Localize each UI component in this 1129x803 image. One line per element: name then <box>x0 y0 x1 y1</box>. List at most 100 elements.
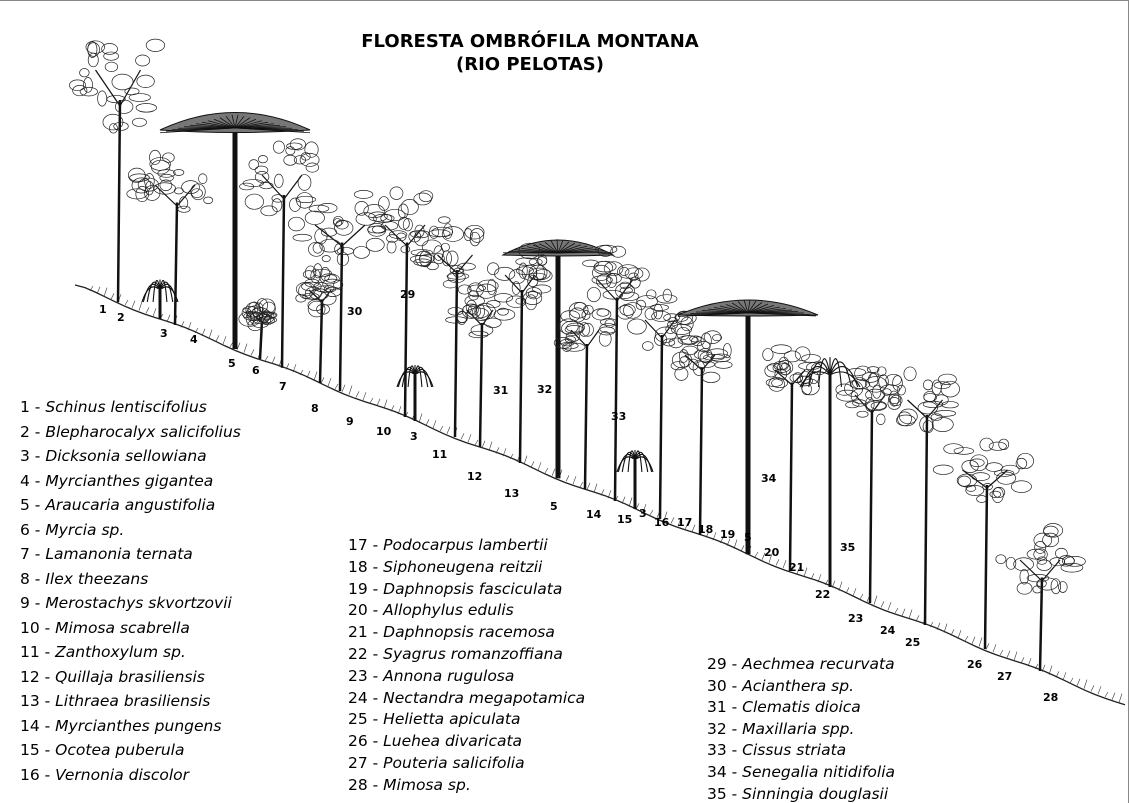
profile-label: 17 <box>677 516 692 529</box>
profile-label: 5 <box>744 531 752 544</box>
legend-item: 29 - Aechmea recurvata <box>707 655 895 673</box>
legend-species-name: Zanthoxylum sp. <box>55 643 186 661</box>
grass-stroke <box>776 559 779 565</box>
legend-number: 24 - <box>348 689 383 707</box>
grass-stroke <box>538 462 541 470</box>
profile-label: 32 <box>537 383 552 396</box>
legend-number: 4 - <box>20 472 45 490</box>
grass-stroke <box>356 391 359 397</box>
profile-label: 1 <box>99 303 107 316</box>
grass-stroke <box>1105 692 1108 697</box>
grass-stroke <box>979 638 982 647</box>
grass-stroke <box>384 400 387 409</box>
broadleaf-tree <box>69 39 164 302</box>
legend-number: 29 - <box>707 655 742 673</box>
legend-number: 32 - <box>707 720 742 738</box>
legend-item: 32 - Maxillaria spp. <box>707 720 854 738</box>
profile-label: 4 <box>190 333 198 346</box>
diagram-title: FLORESTA OMBRÓFILA MONTANA (RIO PELOTAS) <box>300 30 760 76</box>
legend-species-name: Syagrus romanzoffiana <box>383 645 563 663</box>
grass-stroke <box>475 440 478 445</box>
legend-species-name: Schinus lentiscifolius <box>45 398 207 416</box>
grass-stroke <box>146 307 149 313</box>
grass-stroke <box>783 560 786 568</box>
legend-species-name: Luehea divaricata <box>383 732 522 750</box>
grass-stroke <box>741 545 744 551</box>
broadleaf-tree <box>240 139 320 368</box>
legend-item: 25 - Helietta apiculata <box>348 710 520 728</box>
grass-stroke <box>111 293 114 299</box>
legend-number: 9 - <box>20 594 45 612</box>
grass-stroke <box>993 644 996 652</box>
profile-label: 5 <box>550 500 558 513</box>
legend-species-name: Acianthera sp. <box>742 677 854 695</box>
legend-number: 11 - <box>20 643 55 661</box>
grass-stroke <box>202 329 205 336</box>
grass-stroke <box>944 624 947 633</box>
legend-species-name: Myrcia sp. <box>45 521 124 539</box>
grass-stroke <box>1112 693 1115 700</box>
legend-species-name: Araucaria angustifolia <box>45 496 215 514</box>
legend-item: 12 - Quillaja brasiliensis <box>20 668 205 686</box>
legend-number: 34 - <box>707 763 742 781</box>
broadleaf-tree <box>364 187 450 417</box>
legend-item: 27 - Pouteria salicifolia <box>348 754 525 772</box>
grass-stroke <box>223 336 226 344</box>
legend-item: 19 - Daphnopsis fasciculata <box>348 580 562 598</box>
profile-label: 21 <box>789 561 804 574</box>
grass-stroke <box>580 482 583 487</box>
legend-species-name: Aechmea recurvata <box>742 655 894 673</box>
palm-tree <box>142 280 178 319</box>
legend-species-name: Mimosa scabrella <box>55 619 190 637</box>
grass-stroke <box>328 378 331 386</box>
broadleaf-tree <box>410 224 484 437</box>
grass-stroke <box>314 372 317 381</box>
grass-stroke <box>573 476 576 484</box>
grass-stroke <box>97 287 100 294</box>
legend-species-name: Quillaja brasiliensis <box>55 668 205 686</box>
legend-item: 33 - Cissus striata <box>707 741 846 759</box>
legend-item: 31 - Clematis dioica <box>707 698 861 716</box>
legend-species-name: Annona rugulosa <box>383 667 514 685</box>
legend-item: 35 - Sinningia douglasii <box>707 785 888 803</box>
profile-label: 8 <box>311 402 319 415</box>
legend-item: 30 - Acianthera sp. <box>707 677 854 695</box>
legend-species-name: Ocotea puberula <box>55 741 184 759</box>
profile-label: 15 <box>617 513 632 526</box>
grass-stroke <box>216 335 219 341</box>
title-line-2: (RIO PELOTAS) <box>300 53 760 76</box>
profile-label: 10 <box>376 425 391 438</box>
grass-stroke <box>874 596 877 605</box>
grass-stroke <box>209 330 212 339</box>
grass-stroke <box>244 344 247 353</box>
grass-stroke <box>951 629 954 635</box>
grass-stroke <box>650 510 653 515</box>
legend-item: 22 - Syagrus romanzoffiana <box>348 645 563 663</box>
legend-item: 14 - Myrcianthes pungens <box>20 717 221 735</box>
palm-tree <box>397 365 433 421</box>
grass-stroke <box>958 630 961 638</box>
grass-stroke <box>1077 679 1080 686</box>
profile-label: 19 <box>720 528 735 541</box>
profile-label: 3 <box>639 507 647 520</box>
legend-number: 1 - <box>20 398 45 416</box>
grass-stroke <box>888 602 891 610</box>
legend-species-name: Pouteria salicifolia <box>383 754 524 772</box>
legend-species-name: Merostachys skvortzovii <box>45 594 232 612</box>
grass-stroke <box>839 582 842 591</box>
profile-label: 9 <box>346 415 354 428</box>
broadleaf-tree <box>888 367 960 625</box>
legend-number: 31 - <box>707 698 742 716</box>
legend-item: 6 - Myrcia sp. <box>20 521 124 539</box>
legend-number: 16 - <box>20 766 55 784</box>
profile-label: 30 <box>347 305 362 318</box>
profile-label: 26 <box>967 658 982 671</box>
grass-stroke <box>853 588 856 596</box>
legend-item: 4 - Myrcianthes gigantea <box>20 472 213 490</box>
legend-number: 5 - <box>20 496 45 514</box>
profile-label: 12 <box>467 470 482 483</box>
grass-stroke <box>1091 685 1094 691</box>
grass-stroke <box>629 498 632 507</box>
grass-stroke <box>335 384 338 389</box>
legend-species-name: Mimosa sp. <box>383 776 471 794</box>
